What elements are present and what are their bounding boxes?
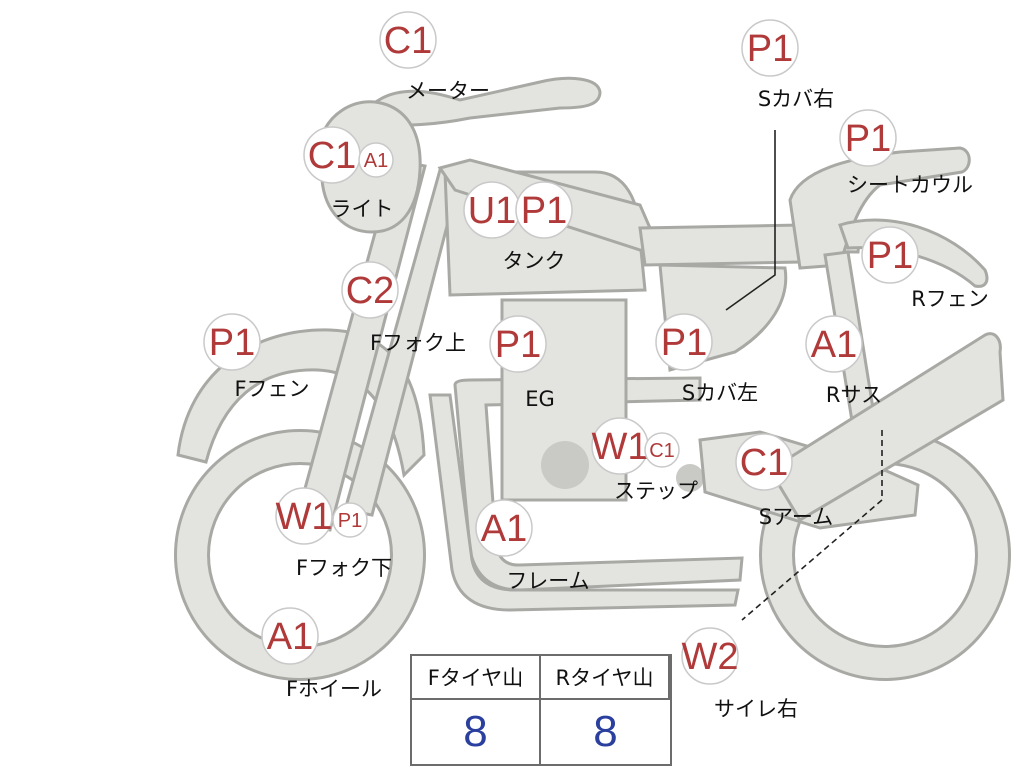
damage-code: C1 [740, 442, 789, 484]
damage-code: P1 [867, 235, 913, 277]
damage-code: W1 [276, 496, 333, 538]
callout-bubble [275, 487, 333, 545]
part-label-silencer-right: サイレ右 [714, 697, 798, 721]
front-wheel [174, 429, 426, 681]
damage-code: A1 [267, 616, 313, 658]
damage-code: P1 [661, 322, 707, 364]
part-label-light: ライト [331, 197, 394, 221]
callout-silencer-right: W2 サイレ右 [681, 627, 798, 721]
callout-bubble [655, 313, 713, 371]
callout-bubble [839, 109, 897, 167]
damage-code: C1 [384, 20, 433, 62]
part-label-frame: フレーム [506, 569, 589, 593]
part-label-r-suspension: Rサス [826, 383, 882, 407]
callout-bubble [358, 142, 394, 178]
part-label-f-fork-lower: Fフォク下 [296, 556, 392, 580]
damage-code: C1 [308, 135, 357, 177]
callout-light: C1 A1 ライト [303, 126, 394, 221]
engine-cover [541, 441, 589, 489]
leader-line-side-cover-right [725, 130, 776, 311]
callout-bubble [515, 181, 573, 239]
part-label-f-fork-upper: Fフォク上 [370, 331, 466, 355]
front-tire-tread-value: 8 [412, 700, 541, 764]
leader-line-silencer [741, 430, 883, 621]
part-label-f-wheel: Fホイール [286, 677, 382, 701]
callout-bubble [741, 19, 799, 77]
damage-code: A1 [364, 150, 388, 172]
frame-loop [453, 376, 744, 592]
front-tire-tread-header: Fタイヤ山 [412, 656, 541, 700]
part-label-side-cover-right: Sカバ右 [758, 87, 834, 111]
callout-bubble [475, 499, 533, 557]
callout-bubble [203, 313, 261, 371]
silencer [767, 332, 1005, 523]
callout-bubble [805, 315, 863, 373]
damage-code: P1 [747, 28, 793, 70]
callout-meter: C1 メーター [379, 11, 490, 103]
callout-bubble [644, 432, 680, 468]
damage-code: W1 [592, 426, 649, 468]
damage-code: A1 [481, 508, 527, 550]
callout-bubble [735, 433, 793, 491]
callout-bubble [261, 607, 319, 665]
damage-code: P1 [521, 190, 567, 232]
callout-bubble [379, 11, 437, 69]
part-label-f-fender: Fフェン [234, 377, 309, 401]
part-label-engine: EG [525, 387, 555, 411]
damage-code: P1 [495, 324, 541, 366]
part-label-side-cover-left: Sカバ左 [682, 381, 758, 405]
tire-tread-table: Fタイヤ山 Rタイヤ山 8 8 [410, 654, 672, 766]
callout-bubble [861, 226, 919, 284]
callout-seat-cowl: P1 シートカウル [839, 109, 973, 197]
part-label-tank: タンク [503, 249, 566, 273]
callout-frame: A1 フレーム [475, 499, 590, 593]
callout-bubble [332, 502, 368, 538]
damage-code: W2 [682, 636, 739, 678]
rear-tire-tread-value: 8 [593, 707, 618, 756]
step-peg [676, 464, 704, 492]
damage-code: P1 [338, 510, 362, 532]
part-label-swing-arm: Sアーム [759, 505, 833, 529]
damage-code: C2 [346, 270, 395, 312]
damage-code: U1 [468, 190, 517, 232]
callout-bubble [341, 261, 399, 319]
seat [638, 223, 802, 267]
part-label-r-fender: Rフェン [911, 287, 989, 311]
handlebar [370, 76, 602, 127]
part-label-seat-cowl: シートカウル [847, 173, 973, 197]
damage-code: C1 [649, 440, 675, 462]
damage-code: P1 [845, 118, 891, 160]
part-label-meter: メーター [406, 79, 490, 103]
callout-bubble [681, 627, 739, 685]
frame-loop-inner [428, 393, 740, 612]
callout-bubble [489, 315, 547, 373]
part-label-step: ステップ [614, 479, 698, 503]
damage-code: P1 [209, 322, 255, 364]
rear-tire-tread-header: Rタイヤ山 [541, 656, 670, 700]
damage-code: A1 [811, 324, 857, 366]
